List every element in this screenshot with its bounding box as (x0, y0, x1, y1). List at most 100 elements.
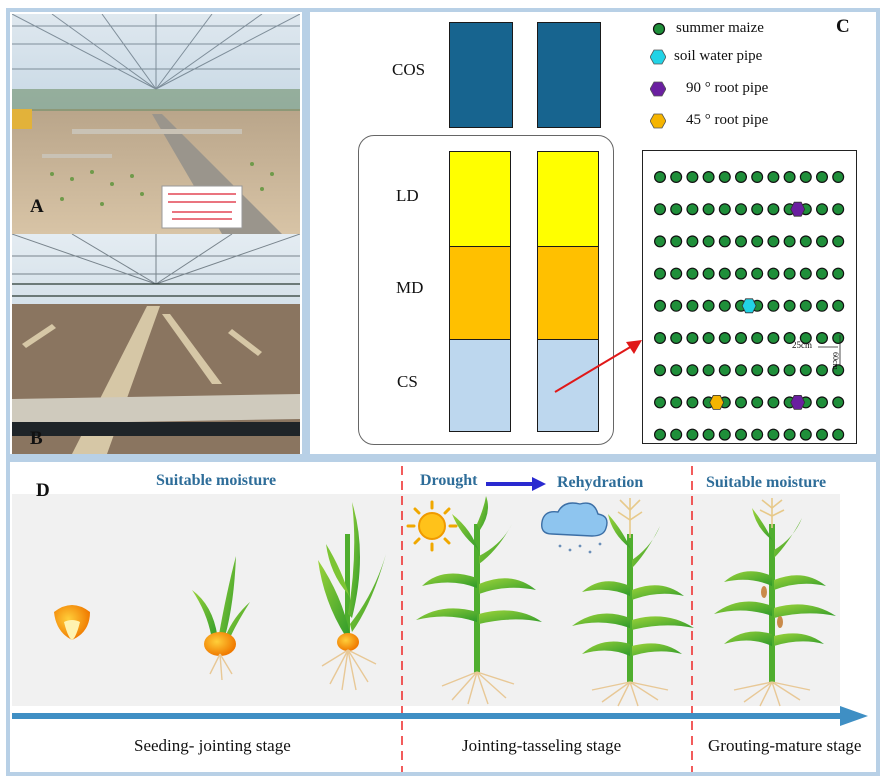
maize-plant-marker (799, 332, 812, 345)
legend-summer-maize: summer maize (652, 20, 764, 37)
sun-icon (406, 500, 458, 552)
plot-ld-1 (450, 152, 510, 247)
maize-plant-marker (832, 299, 845, 312)
maize-plant-marker (734, 171, 747, 184)
maize-plant-marker (670, 203, 683, 216)
spacing-25cm: 25cm (792, 340, 812, 350)
spacing-60cm: 60cm (831, 352, 840, 370)
rehydration-plant-icon (572, 498, 694, 707)
maize-plant-marker (832, 267, 845, 280)
hexagon-icon (650, 81, 666, 96)
maize-plant-marker (686, 364, 699, 377)
maize-growth-illustration (54, 496, 836, 707)
maize-plant-marker (718, 171, 731, 184)
maize-plant-marker (783, 428, 796, 441)
panel-ab-frame (6, 8, 306, 458)
drought-plant-icon (416, 496, 542, 705)
title-suitable-moisture-1: Suitable moisture (156, 472, 277, 489)
maize-plant-marker (816, 428, 829, 441)
seed-icon (54, 605, 90, 640)
maize-plant-marker (654, 235, 667, 248)
maize-plant-marker (832, 364, 845, 377)
title-suitable-moisture-2: Suitable moisture (706, 474, 827, 491)
stage-seeding-jointing: Seeding- jointing stage (134, 736, 291, 755)
plot-column-1 (449, 151, 511, 432)
maize-plant-marker (670, 364, 683, 377)
maize-plant-marker (799, 171, 812, 184)
maize-plant-marker (734, 203, 747, 216)
maize-plant-marker (718, 203, 731, 216)
maize-plant-marker (670, 299, 683, 312)
maize-plant-marker (799, 428, 812, 441)
maize-plant-marker (783, 235, 796, 248)
maize-plant-marker (686, 428, 699, 441)
maize-plant-marker (702, 299, 715, 312)
maize-plant-marker (670, 428, 683, 441)
soil-water-pipe-marker (741, 298, 757, 314)
maize-plant-marker (751, 171, 764, 184)
maize-plant-marker (734, 332, 747, 345)
maize-plant-marker (767, 171, 780, 184)
stage-divider-2 (691, 466, 693, 772)
stage-jointing-tasseling: Jointing-tasseling stage (462, 736, 622, 755)
maize-plant-marker (783, 267, 796, 280)
maize-plant-marker (799, 235, 812, 248)
maize-plant-marker (718, 364, 731, 377)
maize-plant-marker (767, 332, 780, 345)
maize-plant-marker (654, 203, 667, 216)
maize-plant-marker (670, 235, 683, 248)
maize-plant-marker (816, 171, 829, 184)
panel-b-label: B (30, 428, 43, 449)
maize-plant-marker (832, 396, 845, 409)
hexagon-icon (650, 113, 666, 128)
plot-cs-1 (450, 340, 510, 431)
maize-plant-marker (734, 235, 747, 248)
maize-plant-marker (654, 364, 667, 377)
plot-md-1 (450, 247, 510, 340)
maize-plant-marker (751, 332, 764, 345)
maize-plant-marker (816, 203, 829, 216)
maize-plant-marker (686, 203, 699, 216)
panel-a-label: A (30, 196, 44, 217)
maize-plant-marker (832, 428, 845, 441)
maize-plant-marker (783, 299, 796, 312)
maize-plant-marker (718, 235, 731, 248)
maize-plant-marker (832, 171, 845, 184)
maize-plant-marker (718, 267, 731, 280)
root-pipe-90-marker (790, 201, 806, 217)
plot-column-2 (537, 151, 599, 432)
maize-plant-marker (670, 171, 683, 184)
maize-plant-marker (799, 267, 812, 280)
root-pipe-90-marker (790, 394, 806, 410)
maize-plant-marker (734, 364, 747, 377)
maize-plant-marker (751, 428, 764, 441)
maize-plant-marker (654, 428, 667, 441)
maize-plant-marker (670, 396, 683, 409)
maize-plant-marker (799, 299, 812, 312)
maize-plant-marker (702, 332, 715, 345)
maize-plant-marker (816, 299, 829, 312)
maize-plant-marker (670, 332, 683, 345)
treatment-label-cs: CS (397, 372, 418, 391)
plot-ld-2 (538, 152, 598, 247)
maize-plant-marker (767, 364, 780, 377)
maize-plant-marker (783, 364, 796, 377)
greenhouse-photo-a (12, 14, 300, 234)
maize-plant-marker (751, 267, 764, 280)
maize-plant-marker (751, 396, 764, 409)
treatment-label-ld: LD (396, 186, 419, 205)
maize-plant-marker (654, 299, 667, 312)
plot-cos-2 (537, 22, 601, 128)
maize-plant-marker (702, 267, 715, 280)
maize-plant-marker (718, 332, 731, 345)
maize-plant-marker (783, 332, 796, 345)
circle-icon (652, 22, 666, 35)
maize-plant-marker (767, 267, 780, 280)
greenhouse-photo-b (12, 234, 300, 454)
maize-plant-marker (702, 364, 715, 377)
maize-grid (654, 171, 845, 441)
maize-plant-marker (734, 267, 747, 280)
maize-plant-marker (702, 428, 715, 441)
maize-plant-marker (686, 299, 699, 312)
title-rehydration: Rehydration (557, 474, 644, 491)
